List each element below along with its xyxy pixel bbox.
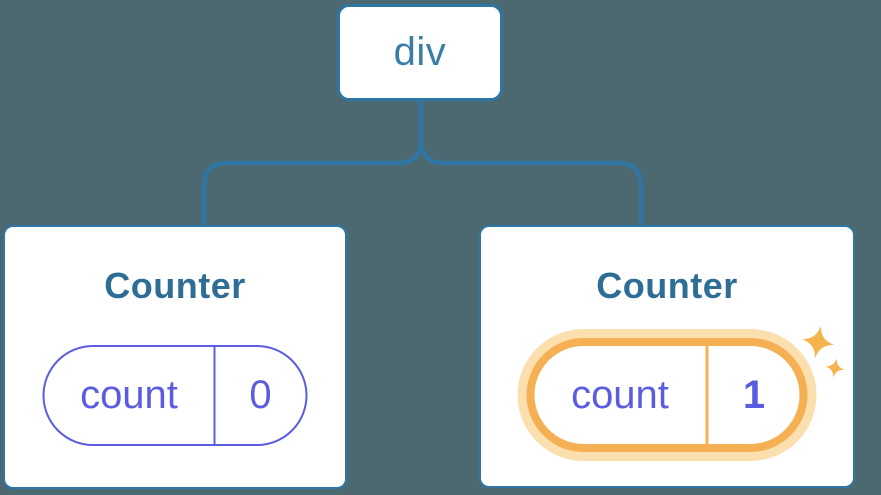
sparkle-icon-small [825, 358, 845, 378]
state-value-cell: 1 [709, 346, 800, 444]
state-value-label: 1 [742, 372, 766, 417]
sparkle-icon-large [801, 325, 835, 359]
state-key-cell: count [45, 347, 216, 444]
state-value-cell: 0 [216, 347, 306, 444]
state-pill-right-highlighted: count 1 [526, 338, 808, 452]
sparkles-decoration [801, 325, 845, 378]
counter-card-left: Counter count 0 [3, 225, 347, 489]
counter-card-left-title: Counter [104, 265, 246, 306]
connector-root-to-left-counter [201, 100, 424, 227]
root-node-label: div [393, 30, 447, 74]
state-key-label: count [80, 373, 178, 417]
root-node-div: div [337, 4, 503, 101]
state-pill-left: count 0 [42, 345, 308, 446]
connector-root-to-right-counter [418, 100, 644, 227]
state-value-label: 0 [249, 373, 272, 417]
state-key-cell: count [535, 346, 709, 444]
counter-card-right: Counter count 1 [479, 225, 855, 488]
counter-card-right-title: Counter [596, 265, 738, 306]
state-key-label: count [571, 372, 669, 417]
